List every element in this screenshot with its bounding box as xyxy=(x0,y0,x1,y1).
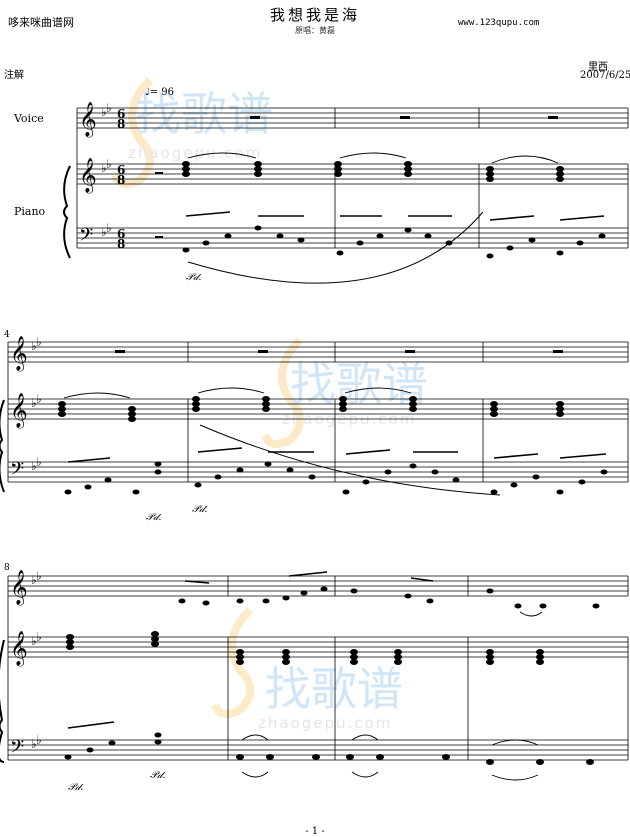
system-3 xyxy=(0,575,629,763)
system-3-symbols: 8 𝄞 𝄞 𝄢 ♭♭ ♭♭ ♭♭ xyxy=(4,563,600,793)
svg-text:♭: ♭ xyxy=(101,105,107,119)
treble-clef-icon: 𝄞 xyxy=(10,631,28,667)
svg-text:♭: ♭ xyxy=(36,455,42,469)
watermark-logo-2: 找歌谱 zhaogepu.com xyxy=(261,337,428,448)
svg-text:♭: ♭ xyxy=(31,459,37,473)
system-1 xyxy=(63,107,629,259)
bass-clef-icon: 𝄢 xyxy=(79,225,93,250)
svg-text:♭: ♭ xyxy=(36,335,42,349)
piano-treble-staff-1 xyxy=(77,163,628,185)
half-rest xyxy=(155,236,163,238)
score-title: 我想我是海 xyxy=(269,6,360,24)
watermark-brand-3: 找歌谱 xyxy=(265,662,403,716)
piano-bass-staff-2 xyxy=(8,461,628,483)
svg-text:♭: ♭ xyxy=(101,161,107,175)
pedal-mark: 𝒫𝒹. xyxy=(186,272,202,283)
piano-treble-staff-2 xyxy=(8,398,628,420)
system-1-symbols: 𝄞 𝄞 𝄢 ♭♭ ♭♭ ♭♭ 6 8 6 8 6 8 ♩= 96 xyxy=(79,87,606,284)
measure-number: 8 xyxy=(4,563,10,573)
svg-text:♭: ♭ xyxy=(31,634,37,648)
time-sig-top: 6 xyxy=(117,107,125,121)
measure-number: 4 xyxy=(4,330,10,340)
voice-staff-2 xyxy=(8,341,628,363)
time-sig-top: 6 xyxy=(117,163,125,177)
svg-text:♭: ♭ xyxy=(31,396,37,410)
voice-staff-3 xyxy=(8,575,628,597)
half-rest xyxy=(155,172,163,174)
pedal-mark: 𝒫𝒹. xyxy=(146,512,162,523)
svg-text:♭: ♭ xyxy=(31,573,37,587)
watermark-brand-1: 找歌谱 xyxy=(135,87,273,141)
site-name: 哆来咪曲谱网 xyxy=(8,16,74,29)
svg-text:♭: ♭ xyxy=(36,630,42,644)
time-sig-bottom: 8 xyxy=(117,237,125,251)
piano-bass-staff-1 xyxy=(77,227,628,249)
watermark-brand-2: 找歌谱 xyxy=(290,357,428,411)
watermark-logo-3: 找歌谱 zhaogepu.com xyxy=(211,607,403,732)
pedal-mark: 𝒫𝒹. xyxy=(192,504,208,515)
time-sig-top: 6 xyxy=(117,227,125,241)
svg-text:♭: ♭ xyxy=(31,737,37,751)
svg-text:♭: ♭ xyxy=(31,339,37,353)
watermark-domain-3: zhaogepu.com xyxy=(258,714,392,732)
voice-label: Voice xyxy=(14,112,44,125)
composer: 里西 xyxy=(588,62,608,73)
svg-text:♭: ♭ xyxy=(36,569,42,583)
treble-clef-icon: 𝄞 xyxy=(79,158,97,194)
bass-notes xyxy=(182,225,606,259)
whole-rest xyxy=(548,116,558,119)
pedal-mark: 𝒫𝒹. xyxy=(68,782,84,793)
svg-text:♭: ♭ xyxy=(106,101,112,115)
svg-text:♭: ♭ xyxy=(106,157,112,171)
treble-chord xyxy=(182,161,564,182)
treble-clef-icon: 𝄞 xyxy=(10,336,28,372)
time-sig-bottom: 8 xyxy=(117,117,125,131)
whole-rest xyxy=(400,116,410,119)
svg-text:♭: ♭ xyxy=(36,392,42,406)
bass-clef-icon: 𝄢 xyxy=(10,737,24,762)
svg-text:♭: ♭ xyxy=(101,225,107,239)
piano-bass-staff-3 xyxy=(8,739,628,761)
svg-text:♭: ♭ xyxy=(106,221,112,235)
treble-clef-icon: 𝄞 xyxy=(10,570,28,606)
bass-clef-icon: 𝄢 xyxy=(10,459,24,484)
pedal-mark: 𝒫𝒹. xyxy=(150,770,166,781)
treble-clef-icon: 𝄞 xyxy=(10,393,28,429)
watermark-logo-1: 找歌谱 zhaogepu.com xyxy=(111,77,273,188)
svg-text:♭: ♭ xyxy=(36,733,42,747)
tempo-mark: ♩= 96 xyxy=(145,87,174,98)
system-2 xyxy=(0,341,629,493)
score-subtitle: 原唱：黄磊 xyxy=(295,26,335,35)
voice-melody xyxy=(178,586,600,609)
piano-treble-staff-3 xyxy=(8,636,628,658)
voice-staff-1 xyxy=(77,107,628,129)
treble-clef-icon: 𝄞 xyxy=(79,102,97,138)
whole-rest xyxy=(250,116,260,119)
site-url: www.123qupu.com xyxy=(458,18,540,28)
page-number: - 1 - xyxy=(305,826,325,837)
piano-label: Piano xyxy=(14,205,46,218)
time-sig-bottom: 8 xyxy=(117,173,125,187)
watermark-domain-1: zhaogepu.com xyxy=(128,144,262,162)
annotation-label: 注解 xyxy=(4,70,24,81)
system-2-symbols: 4 𝄞 𝄞 𝄢 ♭♭ ♭♭ ♭♭ xyxy=(4,330,608,523)
score-date: 2007/6/25 xyxy=(580,70,630,81)
